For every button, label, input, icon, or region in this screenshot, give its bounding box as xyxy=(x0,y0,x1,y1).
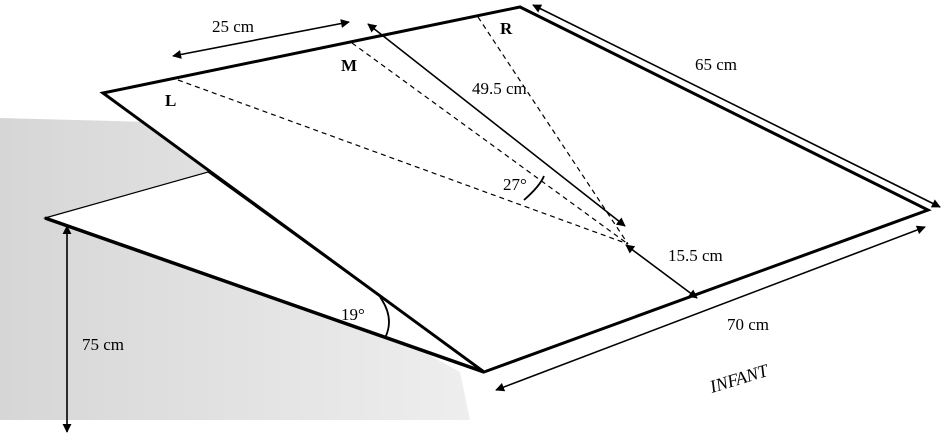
incline-angle-arc xyxy=(379,296,390,339)
center-to-front-label: 15.5 cm xyxy=(668,246,723,265)
lm-distance-label: 25 cm xyxy=(212,17,254,36)
front-edge-arrow xyxy=(495,225,926,392)
lm-distance-arrow xyxy=(172,19,350,59)
center-to-m-label: 49.5 cm xyxy=(472,79,527,98)
point-left-label: L xyxy=(165,91,176,110)
incline-angle-label: 19° xyxy=(341,305,365,324)
infant-label: INFANT xyxy=(706,360,772,397)
top-edge-label: 65 cm xyxy=(695,55,737,74)
top-edge-arrow xyxy=(532,4,941,208)
point-middle-label: M xyxy=(341,56,357,75)
height-label: 75 cm xyxy=(82,335,124,354)
center-angle-arc xyxy=(523,175,545,201)
support-bottom-edge xyxy=(44,216,485,374)
front-edge-label: 70 cm xyxy=(727,315,769,334)
center-angle-label: 27° xyxy=(503,175,527,194)
point-right-label: R xyxy=(500,19,513,38)
